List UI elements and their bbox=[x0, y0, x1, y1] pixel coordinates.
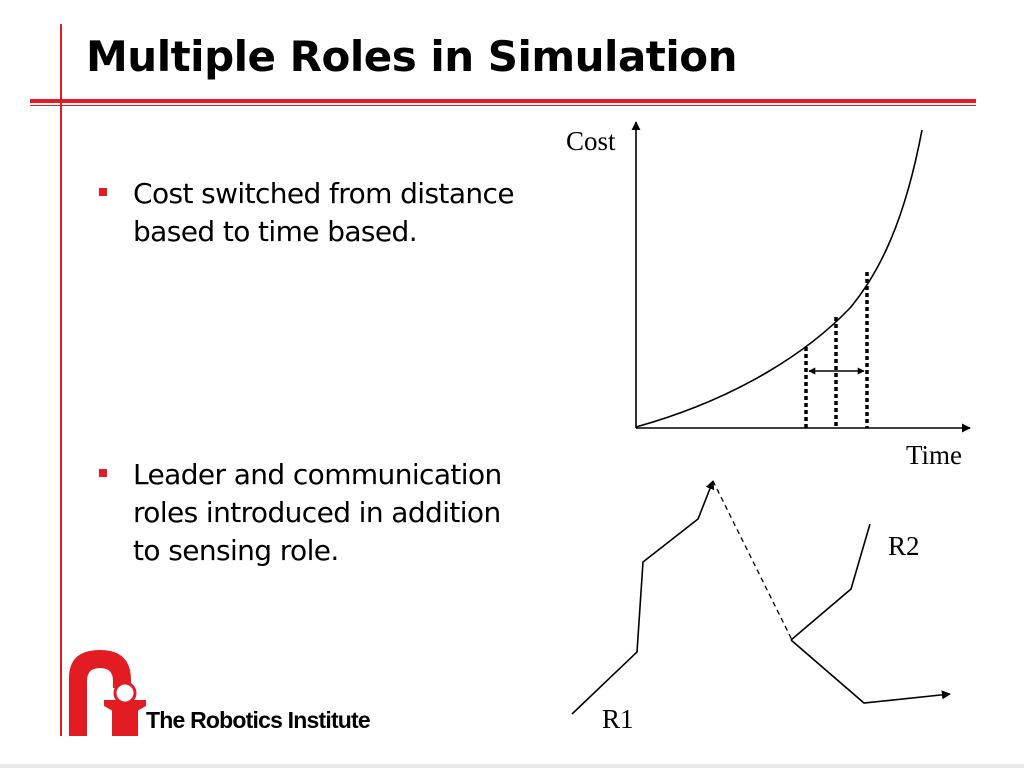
cost-time-diagram: Cost Time bbox=[566, 121, 971, 470]
square-bullet-icon bbox=[99, 469, 107, 477]
time-axis-label: Time bbox=[906, 440, 962, 470]
path-shared-continuation bbox=[790, 639, 951, 704]
robot-path-diagram: R1 R2 bbox=[571, 480, 951, 734]
robot-label-r1: R1 bbox=[602, 704, 634, 734]
cost-axis-label: Cost bbox=[566, 126, 616, 156]
robot-label-r2: R2 bbox=[888, 531, 920, 561]
title-underline-thin bbox=[30, 105, 976, 106]
footer-bar bbox=[0, 764, 1024, 768]
square-bullet-icon bbox=[99, 188, 107, 196]
cost-curve bbox=[635, 129, 923, 428]
path-r1 bbox=[571, 480, 715, 715]
slide-title: Multiple Roles in Simulation bbox=[86, 32, 738, 81]
left-accent-rule bbox=[60, 24, 62, 736]
robotics-institute-logo-icon bbox=[69, 650, 146, 736]
communication-link bbox=[712, 480, 793, 641]
bullet-text: Leader and communication roles introduce… bbox=[133, 458, 502, 567]
institute-name: The Robotics Institute bbox=[146, 707, 371, 733]
title-underline-thick bbox=[30, 99, 976, 103]
bullet-text: Cost switched from distance based to tim… bbox=[133, 177, 515, 248]
path-r2 bbox=[790, 523, 871, 641]
